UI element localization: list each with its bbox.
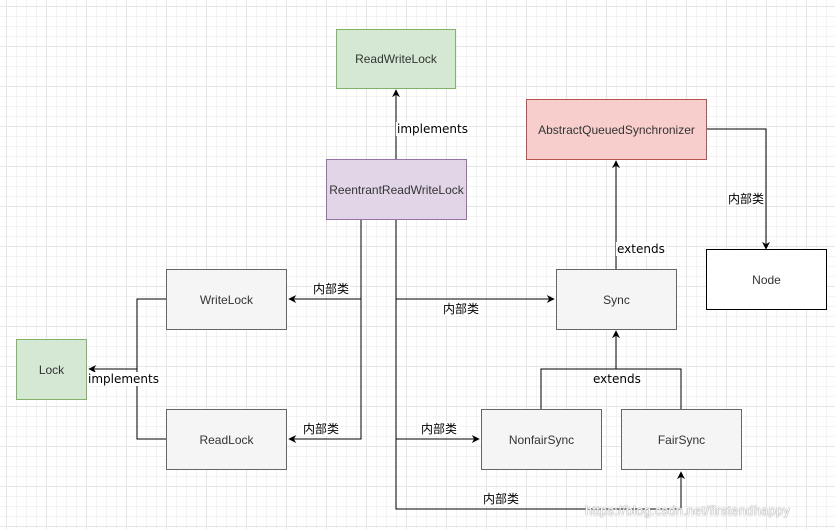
label-inner-sync: 内部类 <box>442 302 481 316</box>
edge-readlock-lock <box>136 369 167 440</box>
node-readwritelock[interactable]: ReadWriteLock <box>336 29 456 89</box>
node-node[interactable]: Node <box>706 249 827 310</box>
node-sync[interactable]: Sync <box>556 269 677 330</box>
node-fairsync-label: FairSync <box>657 432 706 447</box>
node-fairsync[interactable]: FairSync <box>621 409 742 470</box>
node-readwritelock-label: ReadWriteLock <box>355 52 437 66</box>
label-inner-fairsync: 内部类 <box>482 492 521 506</box>
node-nonfairsync-label: NonfairSync <box>508 432 575 447</box>
node-aqs-label: AbstractQueuedSynchronizer <box>538 122 695 137</box>
edge-fair-sync <box>616 368 682 409</box>
watermark: https://blog.csdn.net/firstendhappy <box>585 503 791 518</box>
label-extends-aqs: extends <box>616 242 666 256</box>
label-inner-aqs-node: 内部类 <box>727 192 766 206</box>
edge-rrwl-sync <box>395 220 555 303</box>
edge-nonfair-sync <box>540 330 620 409</box>
node-node-label: Node <box>752 272 781 287</box>
label-inner-nonfairsync: 内部类 <box>420 422 459 436</box>
edge-rrwl-readlock <box>288 220 362 443</box>
node-writelock[interactable]: WriteLock <box>166 269 287 330</box>
edge-aqs-node <box>706 128 770 250</box>
node-reentrantreadwritelock[interactable]: ReentrantReadWriteLock <box>326 159 467 220</box>
label-implements-lock: implements <box>87 372 160 386</box>
label-inner-readlock: 内部类 <box>302 422 341 436</box>
label-implements-readwritelock: implements <box>396 122 469 136</box>
node-lock-label: Lock <box>38 362 65 377</box>
node-nonfairsync[interactable]: NonfairSync <box>481 409 602 470</box>
edge-writelock-lock <box>88 298 167 373</box>
node-abstractqueuedsynchronizer[interactable]: AbstractQueuedSynchronizer <box>526 99 707 160</box>
edge-rrwl-nonfairsync <box>395 299 480 443</box>
node-sync-label: Sync <box>603 292 630 307</box>
node-readlock-label: ReadLock <box>199 432 254 447</box>
node-writelock-label: WriteLock <box>199 292 254 307</box>
node-rrwl-label: ReentrantReadWriteLock <box>329 182 464 197</box>
label-extends-sync: extends <box>593 372 641 386</box>
node-readlock[interactable]: ReadLock <box>166 409 287 470</box>
label-inner-writelock: 内部类 <box>312 282 351 296</box>
node-lock[interactable]: Lock <box>16 339 87 400</box>
edge-rrwl-fairsync <box>395 439 685 510</box>
